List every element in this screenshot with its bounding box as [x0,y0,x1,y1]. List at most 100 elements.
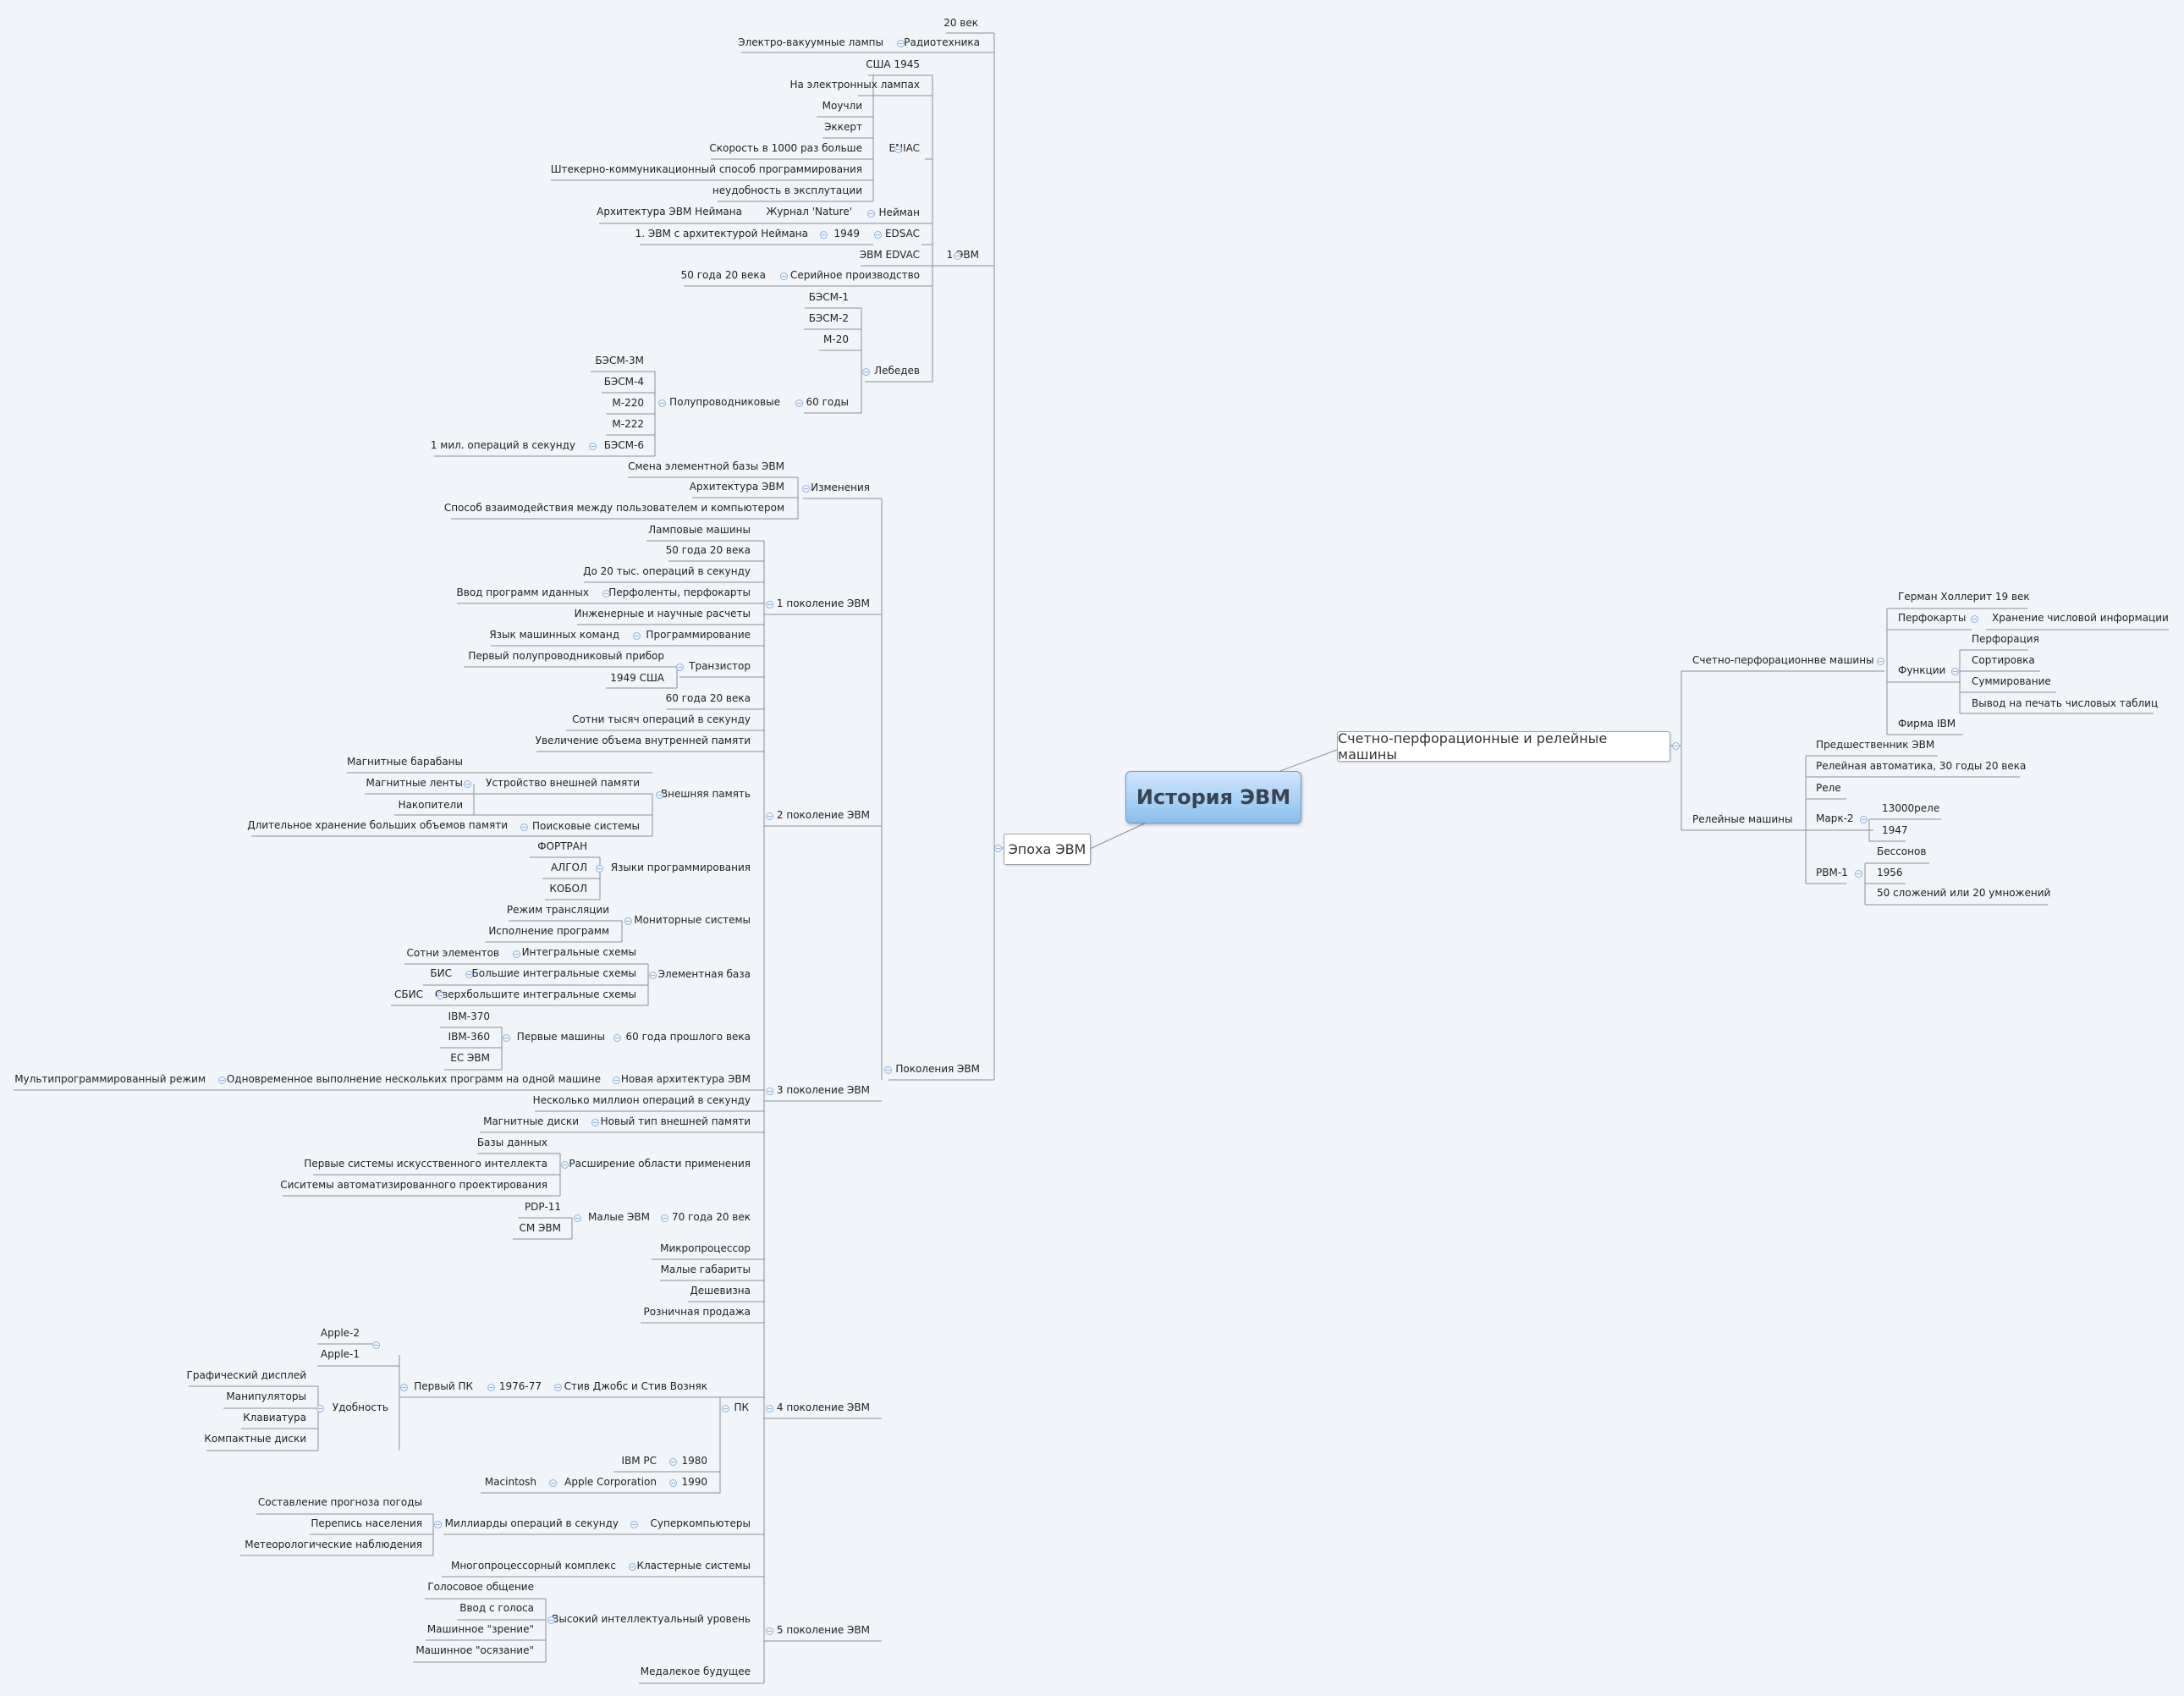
topic-es[interactable]: ЕС ЭВМ [450,1052,490,1064]
topic-mouchli[interactable]: Моучли [822,100,862,112]
topic-edvac[interactable]: ЭВМ EDVAC [859,249,920,261]
topic-uvel[interactable]: Увеличение объема внутренней памяти [535,735,751,746]
collapse-toggle-icon[interactable] [596,865,603,873]
topic-do20[interactable]: До 20 тыс. операций в секунду [583,565,751,577]
topic-rezhim[interactable]: Режим трансляции [506,904,609,916]
topic-50goda[interactable]: 50 года 20 века [680,269,766,281]
topic-ispoln[interactable]: Исполнение программ [488,925,609,937]
collapse-toggle-icon[interactable] [372,1341,380,1349]
topic-2pok[interactable]: 2 поколение ЭВМ [776,809,870,821]
collapse-toggle-icon[interactable] [894,146,902,153]
topic-dlit[interactable]: Длительное хранение больших объемов памя… [247,819,508,831]
topic-german[interactable]: Герман Холлерит 19 век [1898,591,2030,603]
collapse-toggle-icon[interactable] [513,950,520,958]
topic-fortran[interactable]: ФОРТРАН [537,840,587,852]
topic-applecorp[interactable]: Apple Corporation [564,1476,657,1488]
collapse-toggle-icon[interactable] [994,845,1002,852]
topic-1mil[interactable]: 1 мил. операций в секунду [430,439,575,451]
collapse-toggle-icon[interactable] [1855,870,1862,878]
topic-sbis[interactable]: СБИС [394,988,423,1000]
topic-rozn[interactable]: Розничная продажа [643,1306,751,1318]
topic-besson[interactable]: Бессонов [1877,845,1927,857]
topic-besm1[interactable]: БЭСМ-1 [808,291,849,303]
topic-besm6[interactable]: БЭСМ-6 [603,439,644,451]
topic-lebedev[interactable]: Лебедев [874,365,920,377]
collapse-toggle-icon[interactable] [629,1563,636,1571]
topic-5pok[interactable]: 5 поколение ЭВМ [776,1624,870,1636]
collapse-toggle-icon[interactable] [624,917,632,925]
topic-magdisk[interactable]: Магнитные диски [483,1115,579,1127]
topic-kobol[interactable]: КОБОЛ [549,883,587,895]
collapse-toggle-icon[interactable] [820,231,828,239]
collapse-toggle-icon[interactable] [487,1384,495,1391]
topic-m20[interactable]: М-20 [823,333,849,345]
topic-20vek[interactable]: 20 век [943,17,978,29]
topic-rvm1[interactable]: РВМ-1 [1816,867,1848,878]
topic-sotniel[interactable]: Сотни элементов [406,947,500,959]
topic-1980[interactable]: 1980 [681,1455,707,1467]
collapse-toggle-icon[interactable] [867,210,875,218]
topic-maglent[interactable]: Магнитные ленты [366,777,463,789]
topic-neudob[interactable]: неудобность в эксплутации [712,184,862,196]
collapse-toggle-icon[interactable] [656,791,663,799]
topic-bazy[interactable]: Базы данных [476,1137,547,1148]
collapse-toggle-icon[interactable] [589,443,597,450]
topic-3pok[interactable]: 3 поколение ЭВМ [776,1084,870,1096]
topic-sisit[interactable]: Сиситемы автоматизированного проектирова… [280,1179,547,1191]
collapse-toggle-icon[interactable] [954,252,961,260]
topic-vvodgol[interactable]: Ввод с голоса [459,1602,534,1614]
collapse-toggle-icon[interactable] [780,273,788,280]
topic-firma[interactable]: Фирма IBM [1898,718,1956,730]
topic-desh[interactable]: Дешевизна [690,1285,751,1297]
topic-malye[interactable]: Малые ЭВМ [587,1211,650,1223]
topic-era[interactable]: Эпоха ЭВМ [1004,834,1091,865]
topic-ibm370[interactable]: IBM-370 [448,1010,490,1022]
topic-besm3m[interactable]: БЭСМ-3М [595,355,644,366]
collapse-toggle-icon[interactable] [1877,658,1884,665]
topic-meteo[interactable]: Метеорологические наблюдения [245,1539,422,1550]
topic-besm2[interactable]: БЭСМ-2 [808,312,849,324]
collapse-toggle-icon[interactable] [897,40,905,47]
topic-vnpam[interactable]: Внешняя память [660,788,751,800]
topic-pk[interactable]: ПК [734,1401,749,1413]
topic-bolint[interactable]: Большие интегральные схемы [471,967,636,979]
collapse-toggle-icon[interactable] [802,485,810,493]
topic-perpk[interactable]: Первый ПК [414,1380,473,1392]
topic-klav[interactable]: Клавиатура [243,1412,306,1423]
collapse-toggle-icon[interactable] [574,1214,581,1222]
topic-1evm[interactable]: 1 ЭВМ [946,249,979,261]
collapse-toggle-icon[interactable] [661,1214,668,1222]
topic-polupr[interactable]: Полупроводниковые [669,396,780,408]
topic-super[interactable]: Суперкомпьютеры [650,1517,751,1529]
topic-predsh[interactable]: Предшественник ЭВМ [1816,739,1935,751]
collapse-toggle-icon[interactable] [874,231,882,239]
topic-manip[interactable]: Манипуляторы [226,1390,306,1402]
topic-13000[interactable]: 13000реле [1882,802,1940,814]
collapse-toggle-icon[interactable] [547,1616,555,1624]
topic-smena[interactable]: Смена элементной базы ЭВМ [628,460,784,472]
topic-pdp[interactable]: PDP-11 [524,1201,561,1213]
topic-tranz[interactable]: Транзистор [689,660,751,672]
topic-serial[interactable]: Серийное производство [789,269,920,281]
topic-pokol[interactable]: Поколения ЭВМ [895,1063,980,1075]
topic-yazprog[interactable]: Языки программирования [610,862,751,873]
collapse-toggle-icon[interactable] [437,992,444,999]
collapse-toggle-icon[interactable] [549,1479,557,1487]
collapse-toggle-icon[interactable] [649,972,657,979]
topic-poisk[interactable]: Поисковые системы [532,820,640,832]
collapse-toggle-icon[interactable] [1672,742,1680,750]
collapse-toggle-icon[interactable] [520,823,528,831]
collapse-toggle-icon[interactable] [633,632,641,640]
topic-apple2[interactable]: Apple-2 [320,1327,360,1339]
topic-inzh[interactable]: Инженерные и научные расчеты [574,608,751,619]
topic-perfol[interactable]: Перфоленты, перфокарты [608,586,751,598]
topic-vyvod[interactable]: Вывод на печать числовых таблиц [1972,697,2159,709]
collapse-toggle-icon[interactable] [591,1119,599,1126]
topic-medal[interactable]: Медалекое будущее [640,1666,751,1677]
topic-vak[interactable]: Электро-вакуумные лампы [738,36,883,48]
topic-rashir[interactable]: Расширение области применения [569,1158,751,1170]
topic-zhurnal[interactable]: Журнал 'Nature' [766,206,852,218]
root-topic[interactable]: История ЭВМ [1125,771,1301,823]
collapse-toggle-icon[interactable] [561,1161,569,1169]
topic-sm[interactable]: СМ ЭВМ [519,1222,561,1234]
